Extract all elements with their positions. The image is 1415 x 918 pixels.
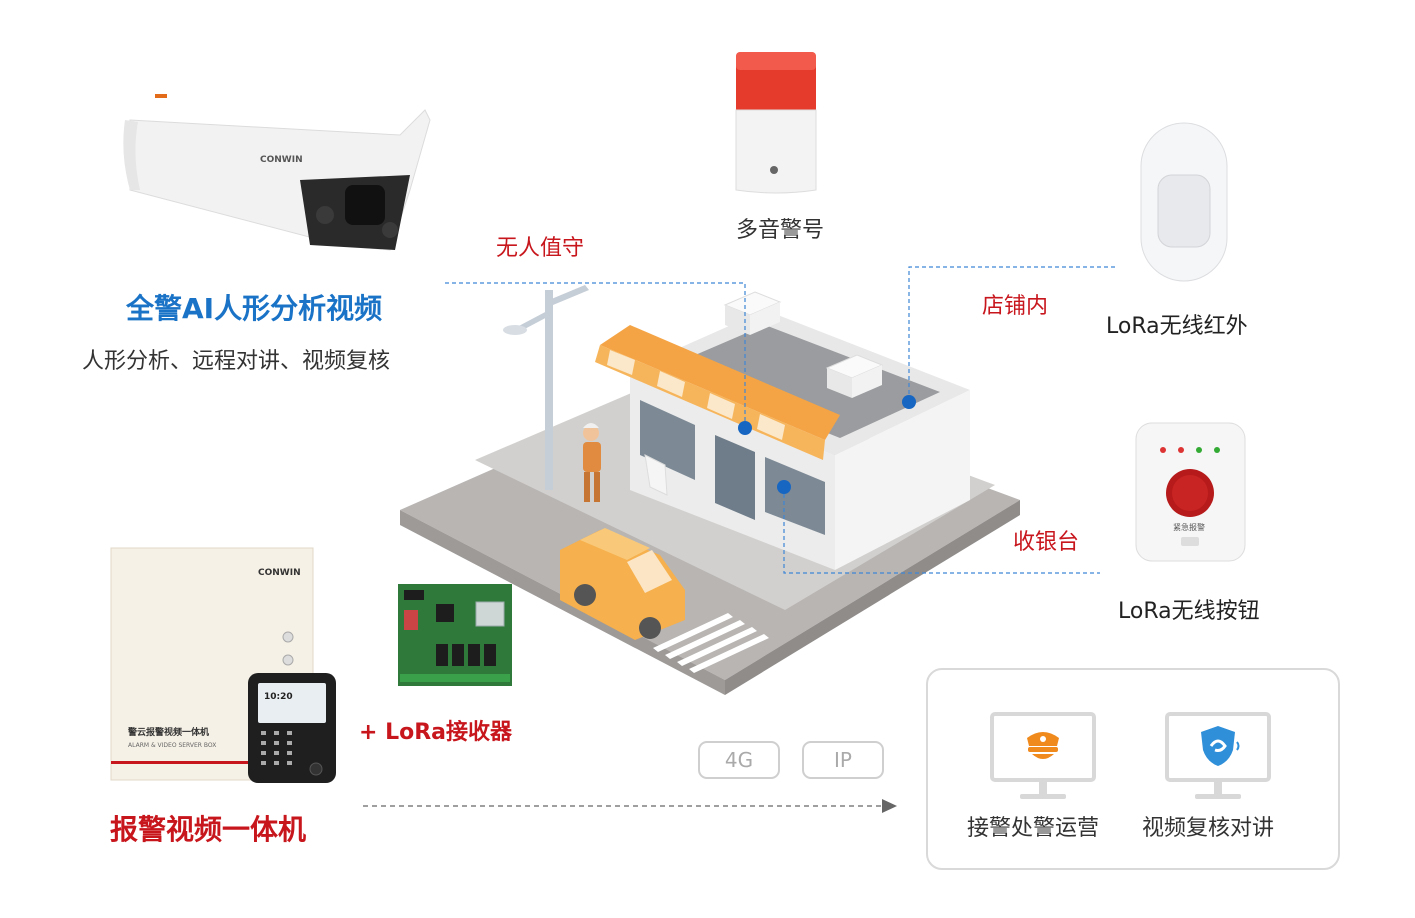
lora-receiver-label: + LoRa接收器: [359, 720, 513, 745]
bullet-camera-image: CONWIN: [123, 94, 431, 251]
police-cap-icon: [1027, 732, 1059, 759]
lora-ir-label: LoRa无线红外: [1106, 314, 1248, 339]
review-label: 视频复核对讲: [1142, 816, 1275, 841]
host-brand-logo: CONWIN: [258, 568, 301, 578]
chip-4g: 4G: [698, 741, 780, 779]
ops-monitor-base: [1020, 794, 1066, 799]
review-monitor-stand: [1214, 782, 1222, 796]
unattended-label: 无人值守: [496, 236, 585, 261]
delivery-car: [560, 528, 685, 640]
ops-monitor: [990, 712, 1096, 782]
pir-sensor-image: [1140, 122, 1228, 282]
camera-subtitle: 人形分析、远程对讲、视频复核: [82, 349, 391, 374]
service-panel: 接警处警运营 视频复核对讲: [926, 668, 1340, 870]
crosswalk: [653, 613, 769, 673]
shield-call-icon: [1201, 726, 1240, 766]
siren-image: [735, 52, 817, 194]
panic-button-device-label: 紧急报警: [1173, 522, 1205, 532]
siren-label: 多音警号: [736, 218, 825, 243]
store-scene-illustration: [400, 285, 1020, 695]
sensor-node-in-store: [902, 395, 916, 409]
review-monitor-base: [1195, 794, 1241, 799]
lora-button-label: LoRa无线按钮: [1118, 599, 1260, 624]
keypad-screen-time: 10:20: [264, 692, 293, 702]
review-monitor: [1165, 712, 1271, 782]
cashier-label: 收银台: [1013, 530, 1080, 555]
street-lamp: [503, 285, 589, 490]
rooftop-unit-1: [723, 291, 782, 335]
sensor-node-unattended: [738, 421, 752, 435]
host-box-sublabel: ALARM & VIDEO SERVER BOX: [128, 742, 216, 749]
alarm-host-box-image: CONWIN 警云报警视频一体机 ALARM & VIDEO SERVER BO…: [110, 547, 336, 783]
camera-title: 全警AI人形分析视频: [126, 292, 383, 325]
pedestrian-figure: [583, 423, 601, 502]
ops-label: 接警处警运营: [967, 816, 1100, 841]
rooftop-unit-2: [825, 354, 884, 398]
host-box-label: 警云报警视频一体机: [128, 726, 209, 738]
chip-ip: IP: [802, 741, 884, 779]
lora-receiver-board-image: [398, 584, 512, 686]
host-title: 报警视频一体机: [110, 813, 307, 846]
camera-brand-logo: CONWIN: [260, 155, 303, 165]
in-store-label: 店铺内: [982, 294, 1049, 319]
panic-button-image: 紧急报警: [1135, 422, 1246, 562]
ops-monitor-stand: [1039, 782, 1047, 796]
sensor-node-cashier: [777, 480, 791, 494]
